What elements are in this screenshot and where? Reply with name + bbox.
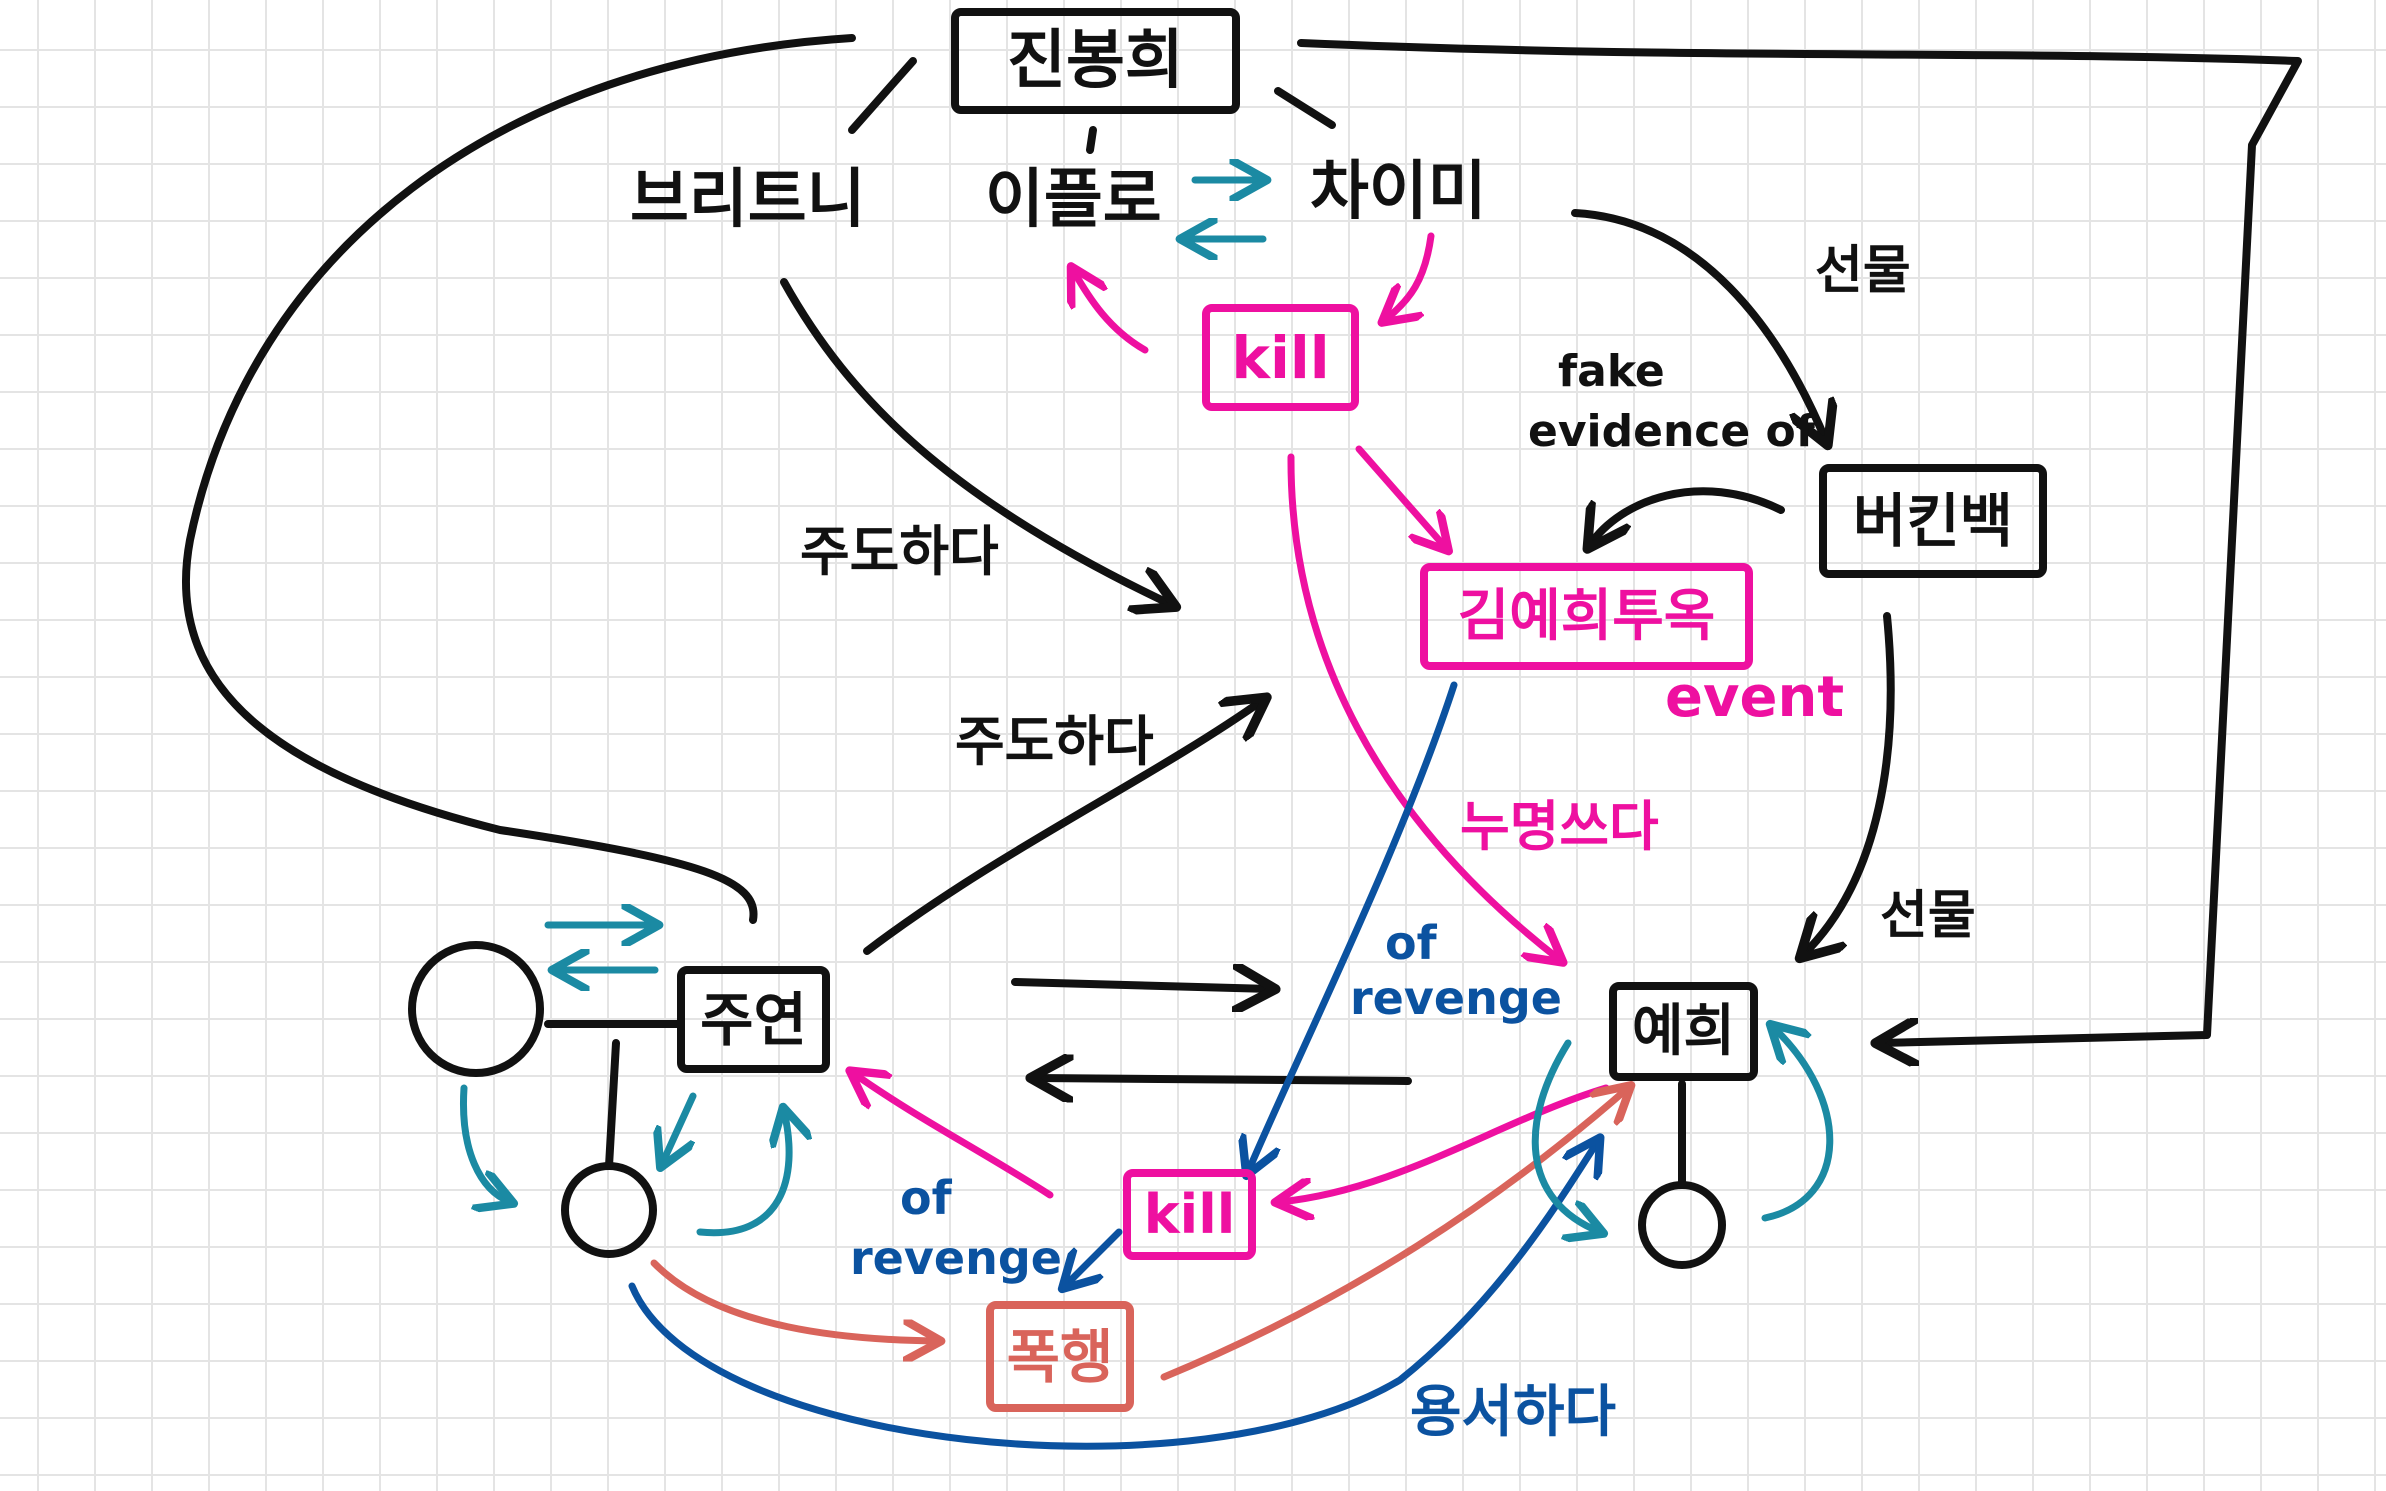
label-forgive: 용서하다	[1410, 1380, 1617, 1445]
main-label: 주연	[700, 985, 807, 1054]
kill-bottom-label: kill	[1143, 1182, 1236, 1246]
label-revenge-left-1: of	[900, 1171, 952, 1225]
label-lead-1: 주도하다	[800, 520, 999, 583]
label-gift-top: 선물	[1815, 241, 1911, 301]
left-circle-small	[561, 1162, 657, 1258]
teal-arrow-circle	[459, 1084, 510, 1202]
teal-arrow-yehee-down	[1531, 1039, 1600, 1232]
kill-to-ipeullo	[1073, 270, 1149, 354]
gift-arrow-bottom	[1803, 612, 1895, 955]
teal-arrow-child	[662, 1092, 697, 1164]
kill-top-label: kill	[1231, 323, 1330, 392]
yehee-label: 예희	[1631, 998, 1736, 1064]
yehee-to-kill	[1279, 1084, 1610, 1202]
slash-right	[1274, 87, 1336, 129]
label-revenge-right-2: revenge	[1350, 971, 1562, 1025]
child-to-assault	[650, 1259, 937, 1341]
gift-arrow-top	[1571, 209, 1826, 441]
assault-label: 폭행	[1006, 1322, 1114, 1391]
teal-arrow-child-up	[696, 1111, 789, 1237]
fake-evidence-arrow	[1590, 487, 1785, 545]
arrow-to-yehee	[1011, 982, 1271, 989]
label-revenge-right-1: of	[1385, 916, 1437, 970]
label-gift-bottom: 선물	[1880, 886, 1976, 946]
imprison-label: 김예희투옥	[1457, 583, 1716, 649]
framed-arrow	[1287, 453, 1560, 960]
node-chaimi: 차이미	[1310, 155, 1487, 229]
lead-arrow-1	[780, 278, 1172, 605]
label-framed: 누명쓰다	[1460, 795, 1659, 858]
chaimi-to-kill	[1385, 232, 1435, 320]
label-event: event	[1665, 665, 1845, 730]
label-fake-line2: evidence of	[1528, 406, 1815, 457]
top-connector	[1086, 126, 1097, 154]
label-revenge-left-2: revenge	[850, 1231, 1062, 1285]
node-assault: 폭행	[986, 1301, 1134, 1412]
assault-to-yehee	[1160, 1088, 1628, 1381]
node-top-box: 진봉희	[951, 8, 1240, 114]
forgive-arrow	[628, 1141, 1598, 1450]
kill-to-imprison	[1355, 445, 1446, 548]
node-yehee: 예희	[1609, 982, 1758, 1081]
node-britney: 브리트니	[630, 163, 866, 237]
arrow-to-main	[1035, 1078, 1412, 1081]
birkin-label: 버킨백	[1852, 487, 2014, 555]
slash-left	[848, 57, 917, 134]
kill-to-main	[853, 1073, 1054, 1199]
node-birkin: 버킨백	[1819, 464, 2047, 578]
node-ipeullo: 이플로	[985, 163, 1162, 237]
revenge-arrow-right	[1248, 681, 1458, 1172]
family-line-2	[605, 1039, 620, 1170]
revenge-arrow-left	[1065, 1228, 1123, 1286]
right-loop-arrow	[1297, 39, 2302, 1043]
node-main: 주연	[677, 966, 830, 1073]
node-imprison: 김예희투옥	[1420, 563, 1753, 670]
label-lead-2: 주도하다	[955, 710, 1154, 773]
node-kill-top: kill	[1202, 304, 1359, 411]
left-circle-large	[408, 941, 544, 1077]
node-top-box-label: 진봉희	[1007, 24, 1184, 98]
label-fake-line1: fake	[1558, 346, 1665, 397]
lead-arrow-2	[863, 700, 1263, 955]
right-circle-small	[1638, 1181, 1726, 1269]
node-kill-bottom: kill	[1123, 1169, 1256, 1260]
teal-arrow-yehee-up	[1761, 1027, 1834, 1222]
left-loop-line	[181, 34, 856, 924]
